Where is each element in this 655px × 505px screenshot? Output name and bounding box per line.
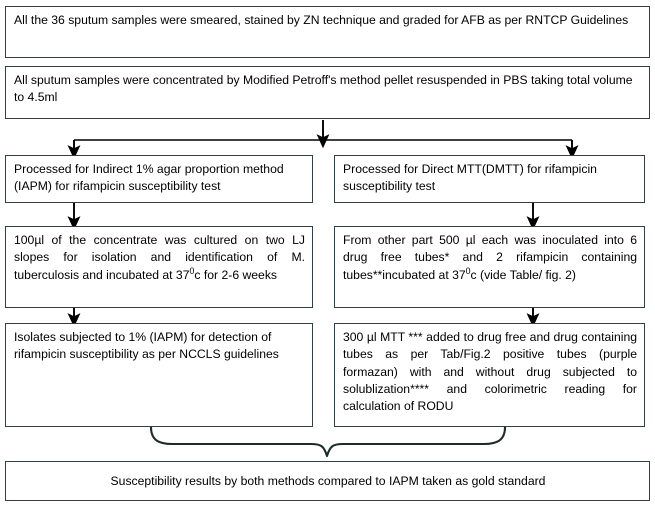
edge-merge-curly-brace [149, 425, 507, 458]
step-box-lj-culture-text: 100µl of the concentrate was cultured on… [6, 227, 312, 288]
lj-text-part1: 100µl of the concentrate was cultured on… [14, 233, 305, 282]
step-box-dmtt-text: Processed for Direct MTT(DMTT) for rifam… [343, 162, 597, 194]
step-box-dmtt: Processed for Direct MTT(DMTT) for rifam… [334, 155, 645, 203]
step-box-concentrate: All sputum samples were concentrated by … [5, 66, 650, 119]
step-box-mtt-text: 300 µl MTT *** added to drug free and dr… [343, 330, 637, 414]
step-box-isolates: Isolates subjected to 1% (IAPM) for dete… [5, 323, 313, 427]
step-box-mtt: 300 µl MTT *** added to drug free and dr… [334, 323, 645, 427]
step-box-results: Susceptibility results by both methods c… [5, 461, 650, 501]
step-box-iapm-text: Processed for Indirect 1% agar proportio… [14, 162, 284, 194]
step-box-smear-text: All the 36 sputum samples were smeared, … [14, 13, 629, 27]
step-box-smear: All the 36 sputum samples were smeared, … [5, 6, 650, 58]
tubes-degree-superscript: 0 [465, 265, 471, 276]
step-box-iapm: Processed for Indirect 1% agar proportio… [5, 155, 313, 203]
step-box-tubes: From other part 500 µl each was inoculat… [334, 226, 645, 308]
step-box-isolates-text: Isolates subjected to 1% (IAPM) for dete… [14, 330, 279, 362]
lj-text-part2: c for 2-6 weeks [194, 267, 278, 282]
tubes-text-part2: c (vide Table/ fig. 2) [470, 267, 576, 282]
lj-degree-superscript: 0 [189, 265, 195, 276]
step-box-results-text: Susceptibility results by both methods c… [110, 474, 546, 488]
step-box-lj-culture: 100µl of the concentrate was cultured on… [5, 226, 313, 308]
tubes-text-part1: From other part 500 µl each was inoculat… [343, 233, 637, 282]
step-box-tubes-text: From other part 500 µl each was inoculat… [335, 227, 644, 288]
step-box-concentrate-text: All sputum samples were concentrated by … [14, 73, 633, 105]
